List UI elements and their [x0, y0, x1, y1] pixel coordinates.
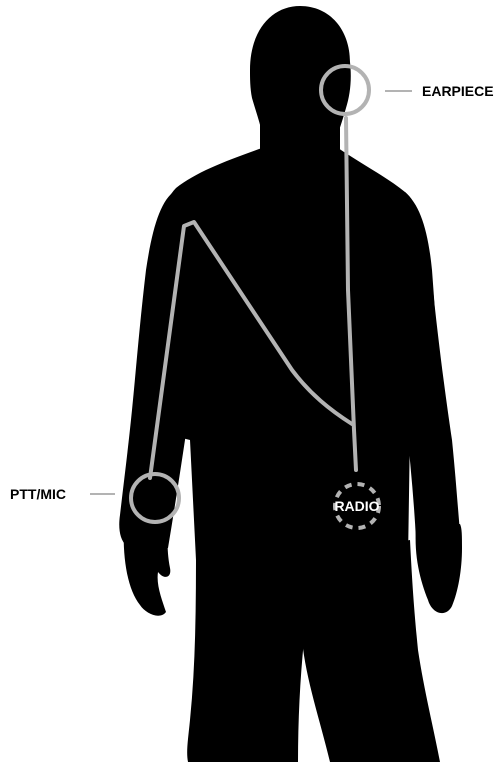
- radio-label: RADIO: [334, 498, 379, 514]
- person-silhouette: [119, 6, 462, 762]
- right-hand-shape: [416, 524, 462, 613]
- earpiece-label: EARPIECE: [422, 83, 494, 99]
- left-leg-shape: [187, 540, 306, 762]
- ptt-mic-label: PTT/MIC: [10, 486, 66, 502]
- right-leg-shape: [300, 540, 440, 762]
- left-hand-shape: [124, 518, 171, 616]
